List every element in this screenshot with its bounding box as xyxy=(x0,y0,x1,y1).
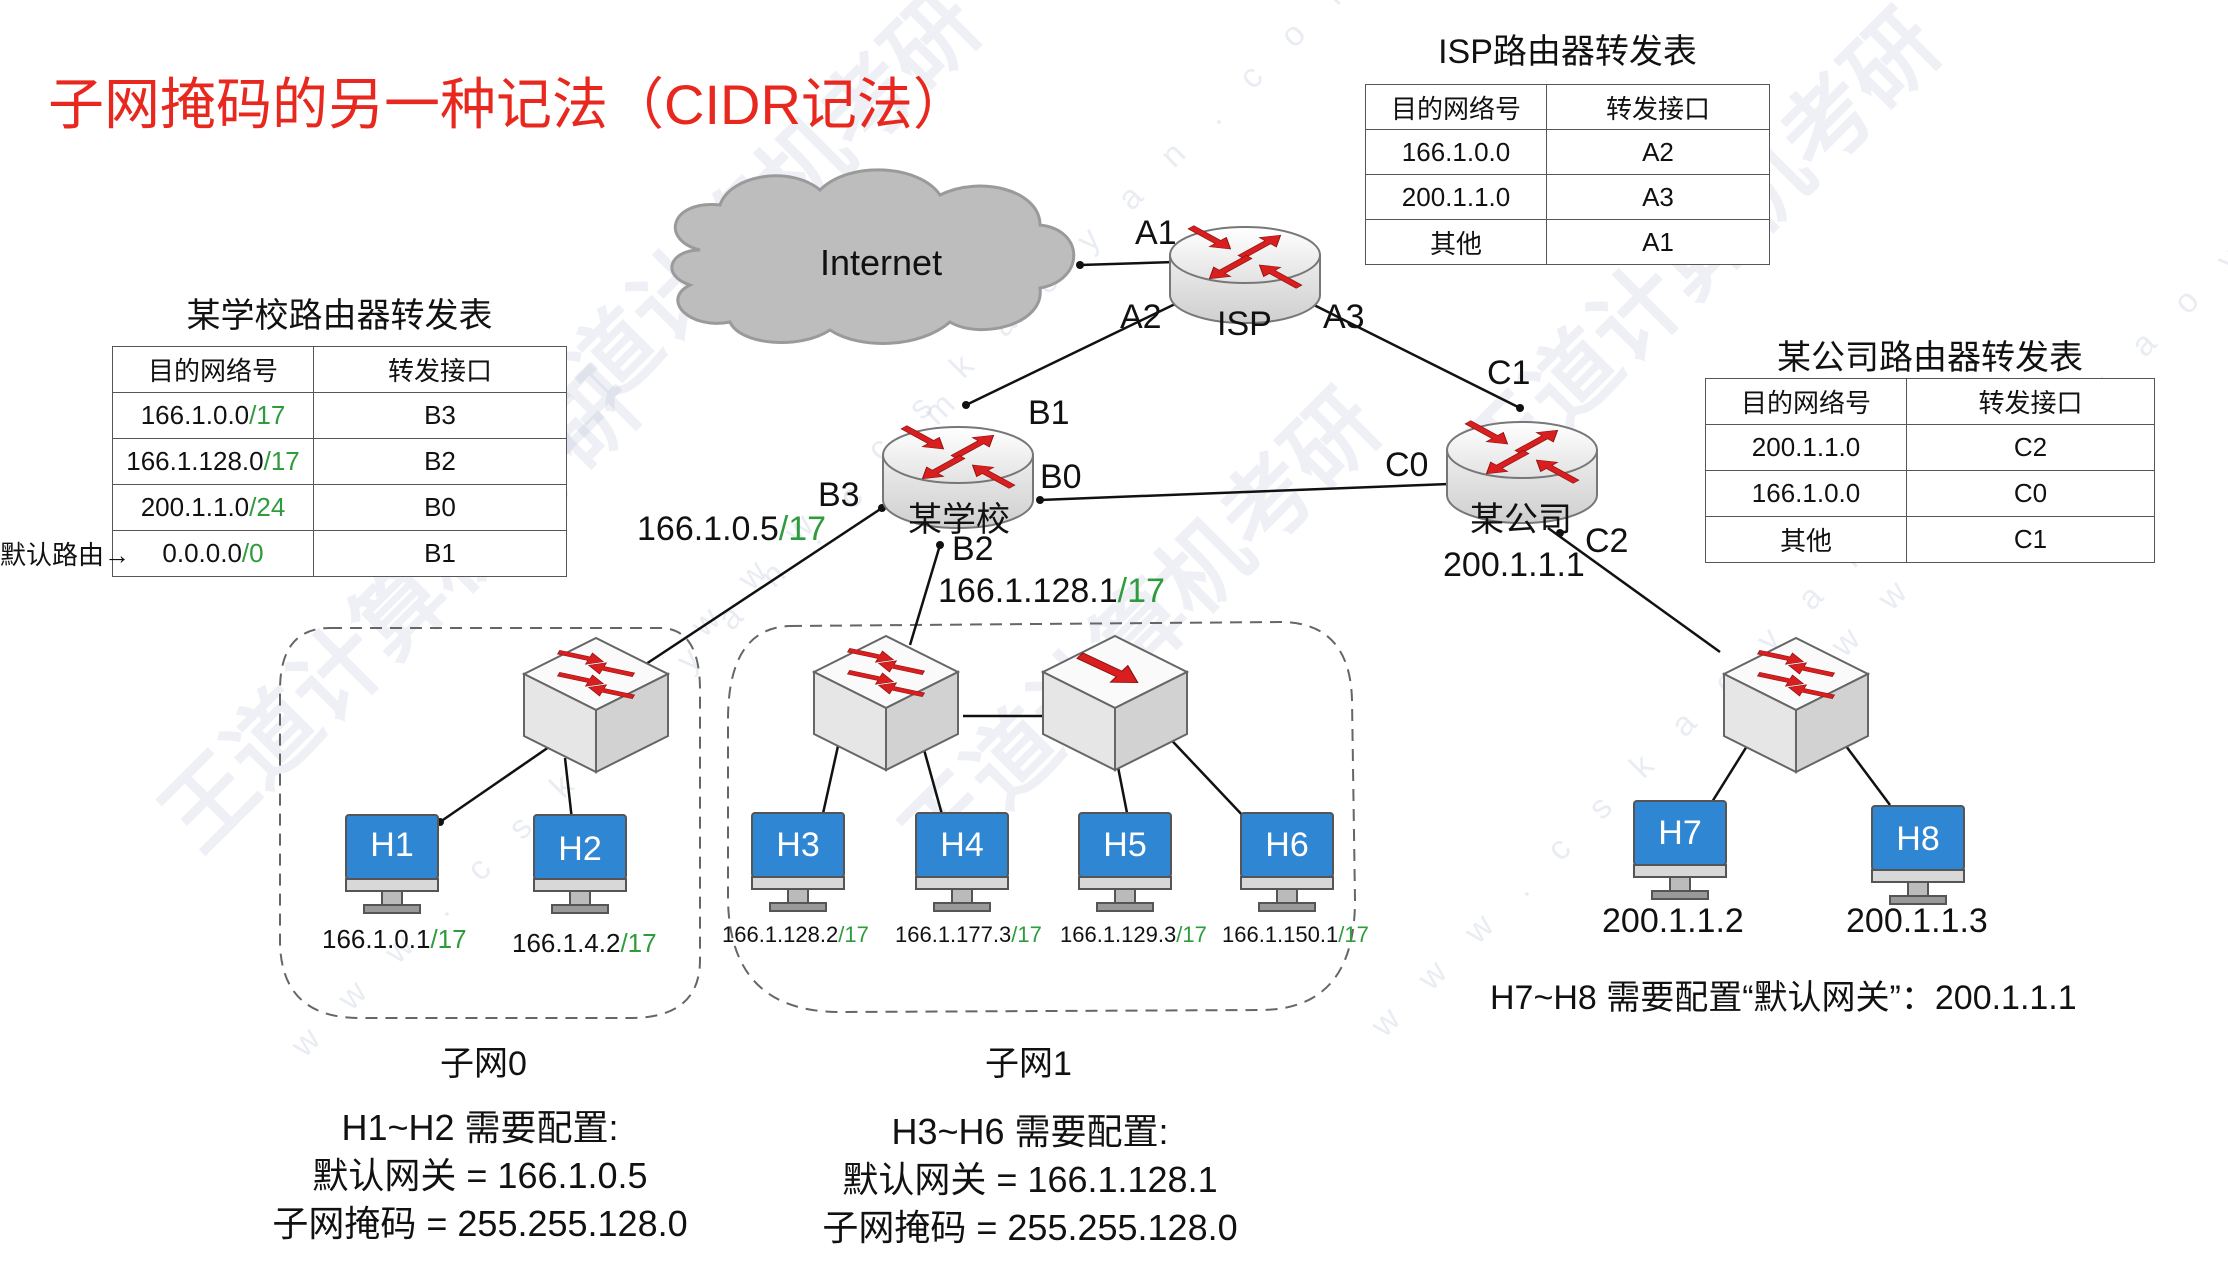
table-cell: 200.1.1.0 xyxy=(1705,424,1907,471)
table-cell: B2 xyxy=(313,438,567,485)
host-h6-label: H6 xyxy=(1265,826,1309,864)
table-cell: C0 xyxy=(1906,470,2155,517)
subnet0-label: 子网0 xyxy=(440,1045,527,1083)
port-b1-label: B1 xyxy=(1028,394,1070,432)
host-h5-ip: 166.1.129.3/17 xyxy=(1060,922,1207,947)
school-router xyxy=(882,422,1034,529)
host-h8-ip: 200.1.1.3 xyxy=(1846,902,1988,940)
port-b2-label: B2 xyxy=(952,530,994,568)
prefix-length: /17 xyxy=(620,928,657,958)
subnet0-config: H1~H2 需要配置: 默认网关 = 166.1.0.5 子网掩码 = 255.… xyxy=(272,1107,688,1244)
table-cell: 0.0.0.0/0 xyxy=(112,530,314,577)
subnet1-config: H3~H6 需要配置: 默认网关 = 166.1.128.1 子网掩码 = 25… xyxy=(822,1111,1238,1248)
company-table-title: 某公司路由器转发表 xyxy=(1777,339,2083,377)
company-router-label: 某公司 xyxy=(1470,501,1572,539)
host-h7-ip: 200.1.1.2 xyxy=(1602,902,1744,940)
isp-header-dest: 目的网络号 xyxy=(1365,84,1547,130)
b2-interface-ip: 166.1.128.1/17 xyxy=(938,572,1165,610)
school-header-dest: 目的网络号 xyxy=(112,346,314,393)
company-gateway-note: H7~H8 需要配置“默认网关”：200.1.1.1 xyxy=(1490,979,2077,1017)
port-a1-label: A1 xyxy=(1135,214,1177,252)
table-cell: 200.1.1.0/24 xyxy=(112,484,314,531)
table-cell: 166.1.0.0 xyxy=(1365,129,1547,175)
port-a2-label: A2 xyxy=(1120,298,1162,336)
switch-subnet0 xyxy=(521,636,671,774)
port-b0-label: B0 xyxy=(1040,458,1082,496)
table-cell: C2 xyxy=(1906,424,2155,471)
host-h2-ip: 166.1.4.2/17 xyxy=(512,928,657,958)
host-h4-label: H4 xyxy=(940,826,984,864)
prefix-length: /0 xyxy=(241,538,264,568)
prefix-length: /17 xyxy=(1176,922,1207,947)
isp-router xyxy=(1169,222,1321,324)
prefix-length: /17 xyxy=(1011,922,1042,947)
table-cell: B3 xyxy=(313,392,567,439)
subnet1-label: 子网1 xyxy=(985,1045,1072,1083)
host-h1-label: H1 xyxy=(370,826,414,864)
school-table-title: 某学校路由器转发表 xyxy=(186,297,493,335)
company-router xyxy=(1446,417,1598,524)
internet-cloud xyxy=(670,168,1076,345)
host-h3-label: H3 xyxy=(776,826,820,864)
internet-label: Internet xyxy=(820,242,943,283)
host-h5-label: H5 xyxy=(1103,826,1147,864)
table-cell: B0 xyxy=(313,484,567,531)
port-b3-label: B3 xyxy=(818,476,860,514)
table-cell: B1 xyxy=(313,530,567,577)
table-cell: 166.1.0.0 xyxy=(1705,470,1907,517)
prefix-length: /17 xyxy=(1338,922,1369,947)
host-h4-ip: 166.1.177.3/17 xyxy=(895,922,1042,947)
prefix-length: /17 xyxy=(430,924,467,954)
table-cell: 其他 xyxy=(1365,219,1547,265)
host-h1-ip: 166.1.0.1/17 xyxy=(322,924,467,954)
b3-interface-ip: 166.1.0.5/17 xyxy=(637,510,827,548)
table-cell: 200.1.1.0 xyxy=(1365,174,1547,220)
isp-header-iface: 转发接口 xyxy=(1546,84,1770,130)
subnet1-region xyxy=(727,620,1357,1014)
subnet0-region xyxy=(279,627,701,1019)
prefix-length: /17 xyxy=(838,922,869,947)
isp-router-label: ISP xyxy=(1217,305,1272,343)
table-cell: 其他 xyxy=(1705,516,1907,563)
host-h6-ip: 166.1.150.1/17 xyxy=(1222,922,1369,947)
school-header-iface: 转发接口 xyxy=(313,346,567,393)
company-header-iface: 转发接口 xyxy=(1906,378,2155,425)
switch-company xyxy=(1721,636,1871,774)
page-title: 子网掩码的另一种记法（CIDR记法） xyxy=(48,73,969,136)
links xyxy=(439,260,1892,824)
host-h8-label: H8 xyxy=(1896,820,1940,858)
default-route-label: 默认路由→ xyxy=(0,540,131,570)
table-cell: A3 xyxy=(1546,174,1770,220)
company-router-ip: 200.1.1.1 xyxy=(1443,546,1585,584)
port-a3-label: A3 xyxy=(1323,298,1365,336)
host-h2-label: H2 xyxy=(558,830,602,868)
isp-table-title: ISP路由器转发表 xyxy=(1438,33,1697,71)
switch-subnet1-left xyxy=(811,634,961,772)
company-header-dest: 目的网络号 xyxy=(1705,378,1907,425)
port-c0-label: C0 xyxy=(1385,446,1429,484)
table-cell: 166.1.128.0/17 xyxy=(112,438,314,485)
prefix-length: /17 xyxy=(778,510,827,548)
table-cell: A2 xyxy=(1546,129,1770,175)
port-c1-label: C1 xyxy=(1487,354,1531,392)
prefix-length: /17 xyxy=(263,446,300,476)
hub-subnet1-right xyxy=(1040,634,1190,772)
port-c2-label: C2 xyxy=(1585,522,1629,560)
table-cell: C1 xyxy=(1906,516,2155,563)
table-cell: A1 xyxy=(1546,219,1770,265)
table-cell: 166.1.0.0/17 xyxy=(112,392,314,439)
host-h7-label: H7 xyxy=(1658,814,1702,852)
host-h3-ip: 166.1.128.2/17 xyxy=(722,922,869,947)
prefix-length: /17 xyxy=(249,400,286,430)
prefix-length: /17 xyxy=(1117,572,1165,610)
prefix-length: /24 xyxy=(249,492,286,522)
school-router-label: 某学校 xyxy=(908,501,1010,539)
